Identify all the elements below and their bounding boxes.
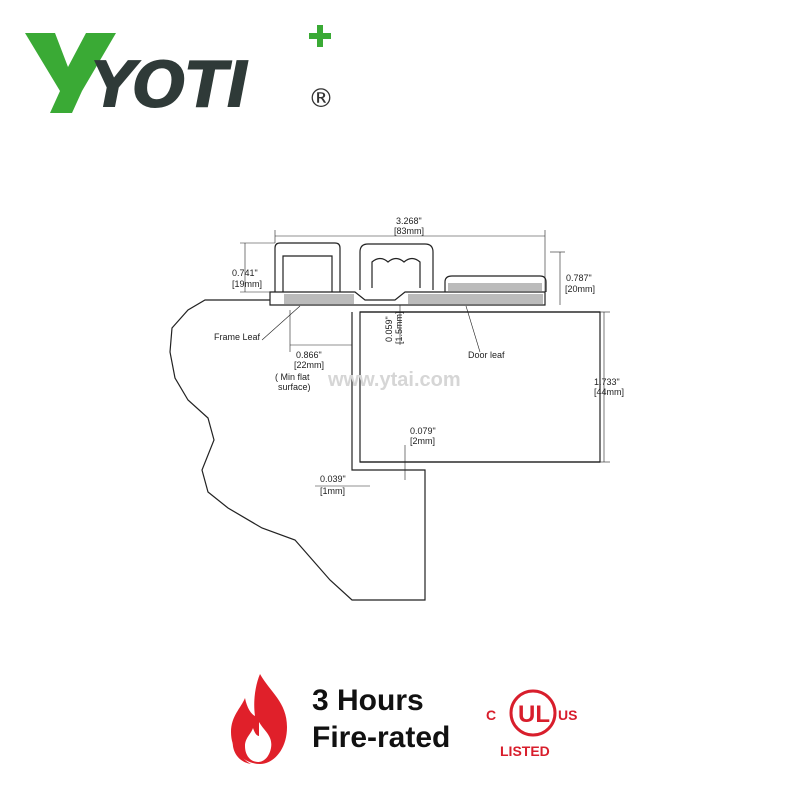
dim-overall-width-in: 3.268"	[396, 216, 422, 226]
min-flat-label-2: surface)	[278, 382, 311, 392]
ul-c-text: C	[486, 707, 496, 723]
dim-min-flat-mm: [22mm]	[294, 360, 324, 370]
dim-gap-mm: [1.5mm]	[394, 311, 404, 344]
frame-leaf-label: Frame Leaf	[214, 332, 261, 342]
dim-overall-width-mm: [83mm]	[394, 226, 424, 236]
dim-offset-in: 0.039"	[320, 474, 346, 484]
dim-door-thickness-mm: [44mm]	[594, 387, 624, 397]
watermark: www.ytai.com	[327, 369, 461, 391]
logo-plus-icon	[309, 25, 331, 47]
flame-icon	[231, 674, 287, 764]
fire-rating-line-2: Fire-rated	[312, 721, 451, 754]
min-flat-label-1: ( Min flat	[275, 372, 310, 382]
dim-clearance-in: 0.079"	[410, 426, 436, 436]
frame-outline	[169, 299, 426, 601]
registered-mark: ®	[308, 84, 334, 114]
ul-listed-text: LISTED	[500, 743, 550, 759]
middle-knuckle	[359, 243, 434, 290]
yoti-logo: YOTI ®	[25, 25, 334, 123]
dim-min-flat-in: 0.866"	[296, 350, 322, 360]
dim-right-height-in: 0.787"	[566, 273, 592, 283]
logo-text: YOTI	[90, 49, 249, 123]
door-leaf-label: Door leaf	[468, 350, 505, 360]
dim-right-height-mm: [20mm]	[565, 284, 595, 294]
ul-listed-mark: C UL US LISTED	[486, 689, 577, 759]
ul-logo-text: UL	[518, 701, 550, 728]
dim-offset-mm: [1mm]	[320, 486, 345, 496]
dim-left-height-mm: [19mm]	[232, 279, 262, 289]
dim-gap-in: 0.059"	[384, 316, 394, 342]
fire-rating-badge: 3 Hours Fire-rated C UL US LISTED	[0, 660, 800, 780]
hinge-section-drawing: 3.268" [83mm] 0.741" [19mm] 0.787" [20mm…	[169, 216, 624, 601]
fire-rating-line-1: 3 Hours	[312, 684, 424, 717]
ul-us-text: US	[558, 707, 577, 723]
logo-leaf-icon	[25, 33, 116, 113]
right-channel	[444, 275, 547, 292]
dim-clearance-mm: [2mm]	[410, 436, 435, 446]
left-channel	[274, 242, 341, 292]
dim-left-height-in: 0.741"	[232, 268, 258, 278]
dim-door-thickness-in: 1.733"	[594, 377, 620, 387]
base-plate	[269, 291, 546, 306]
